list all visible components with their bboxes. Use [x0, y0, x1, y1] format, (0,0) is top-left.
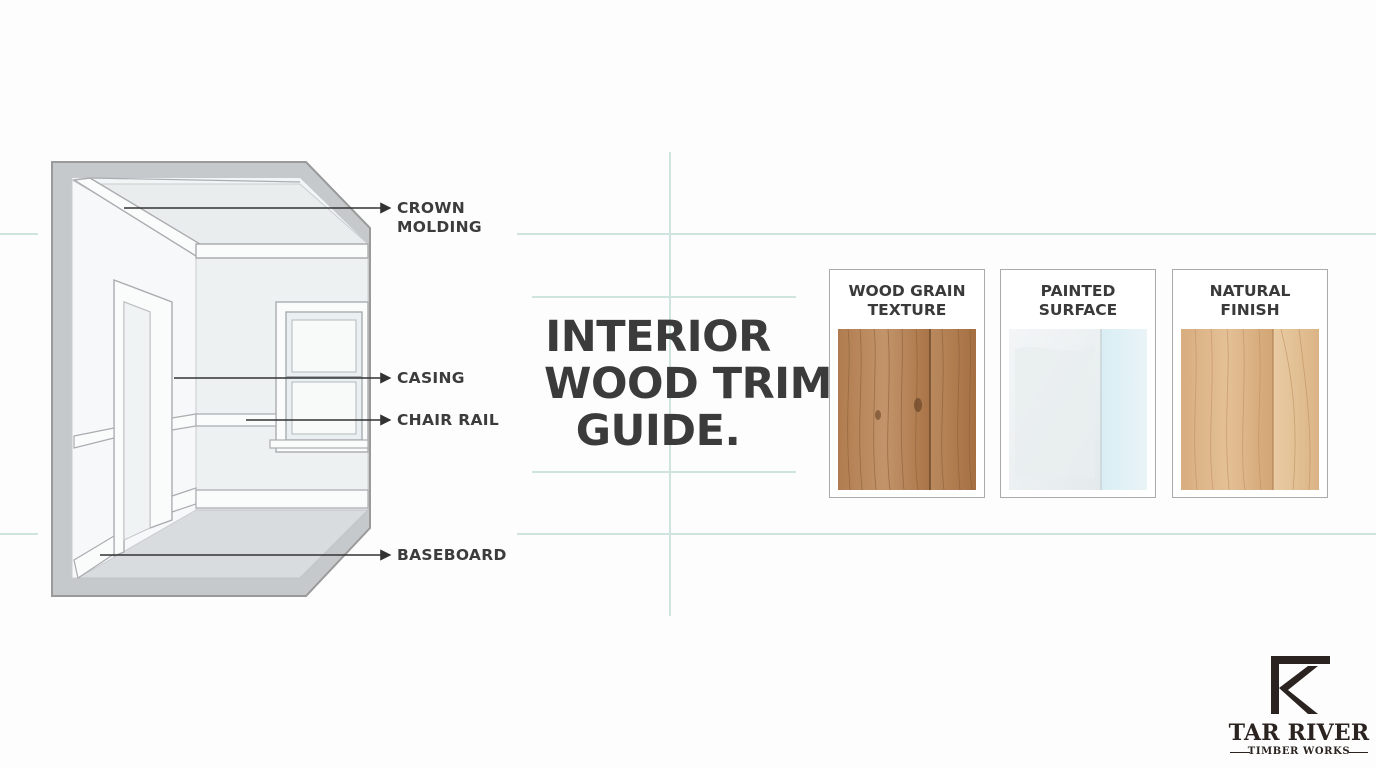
- swatch-title: PAINTED SURFACE: [1038, 282, 1118, 319]
- tr-monogram-icon: [1271, 656, 1330, 714]
- title-rule-bottom: [532, 471, 796, 473]
- door-casing: [113, 278, 173, 558]
- guide-line-top-right: [517, 233, 1376, 235]
- logo-rule-left: [1230, 752, 1250, 753]
- swatch-card-wood-grain: WOOD GRAIN TEXTURE: [829, 269, 985, 498]
- logo-tagline: TIMBER WORKS: [1247, 746, 1351, 757]
- guide-line-vertical: [669, 152, 671, 616]
- swatch-card-painted: PAINTED SURFACE: [1000, 269, 1156, 498]
- guide-line-bottom-left: [0, 533, 38, 535]
- callout-baseboard: BASEBOARD: [397, 546, 507, 564]
- page-title: INTERIOR WOOD TRIM GUIDE.: [520, 300, 832, 470]
- title-line-1: INTERIOR: [545, 312, 771, 362]
- logo-rule-right: [1348, 752, 1368, 753]
- natural-finish-image: [1181, 329, 1319, 490]
- guide-line-top-left: [0, 233, 38, 235]
- callout-chair-rail: CHAIR RAIL: [397, 411, 500, 429]
- swatch-title: WOOD GRAIN TEXTURE: [848, 282, 966, 319]
- chair-rail: [73, 413, 277, 449]
- baseboard: [73, 487, 369, 579]
- title-line-2: WOOD TRIM: [544, 359, 832, 409]
- title-rule-top: [532, 296, 796, 298]
- crown-molding: [71, 177, 369, 259]
- guide-line-bottom-right: [517, 533, 1376, 535]
- callout-arrows: [100, 202, 392, 561]
- wood-grain-texture-image: [838, 329, 976, 490]
- logo-name: TAR RIVER: [1228, 720, 1370, 746]
- callout-casing: CASING: [397, 369, 465, 387]
- window: [269, 301, 369, 453]
- title-line-3: GUIDE.: [575, 406, 741, 456]
- painted-surface-image: [1009, 329, 1147, 490]
- swatch-card-natural: NATURAL FINISH: [1172, 269, 1328, 498]
- callout-crown-molding: CROWN MOLDING: [397, 199, 482, 236]
- swatch-title: NATURAL FINISH: [1209, 282, 1291, 319]
- tar-river-logo: TAR RIVER TIMBER WORKS: [1226, 654, 1372, 762]
